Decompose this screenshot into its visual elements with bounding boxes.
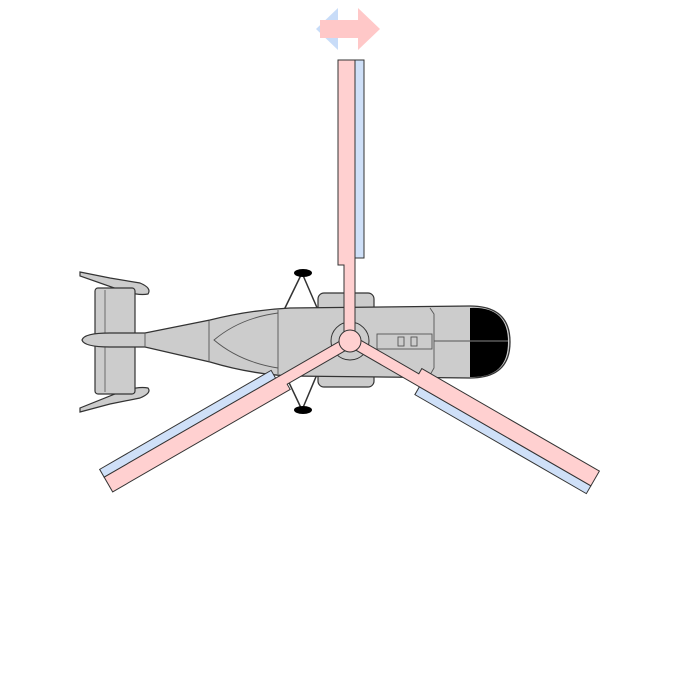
wheel-icon xyxy=(294,269,312,277)
fuselage xyxy=(81,305,511,379)
rotor-blade xyxy=(346,335,601,495)
arrow-front-shape xyxy=(320,8,380,50)
fuselage-details xyxy=(144,307,470,376)
rotation-direction-arrow xyxy=(316,8,380,50)
rotor-hub xyxy=(338,329,362,353)
wheel-icon xyxy=(294,406,312,414)
windshield xyxy=(470,307,508,378)
main-rotor xyxy=(98,59,601,495)
